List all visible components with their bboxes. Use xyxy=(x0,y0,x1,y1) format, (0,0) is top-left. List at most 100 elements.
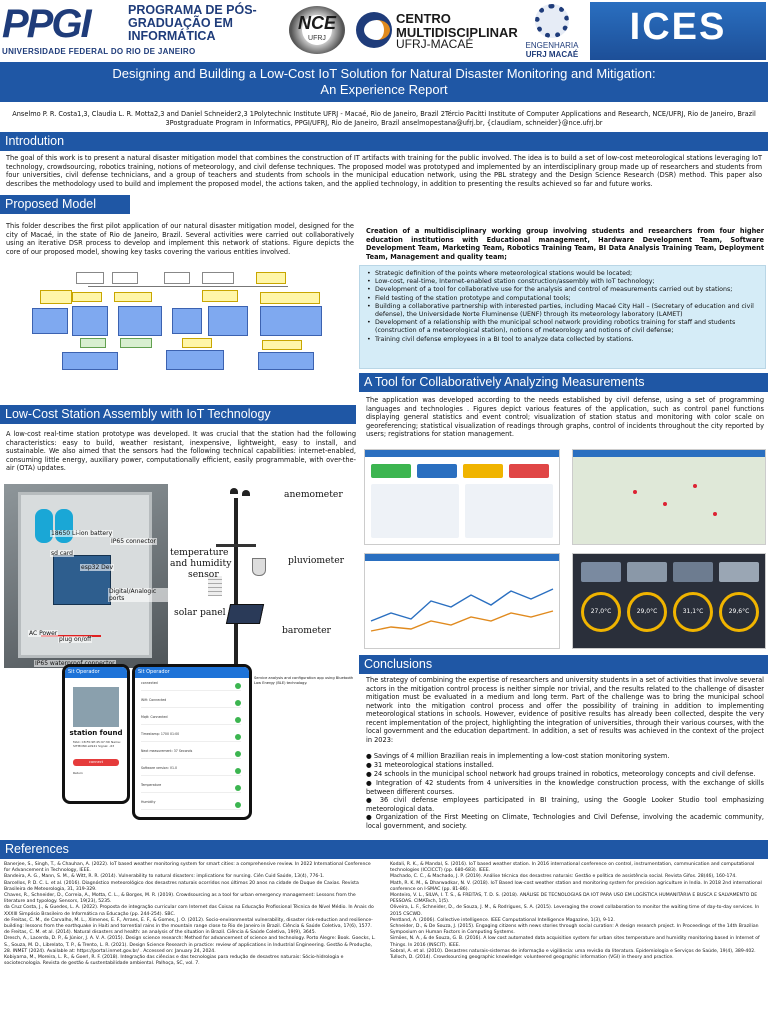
model-activity-item: Development of a tool for collaborative … xyxy=(366,286,759,294)
temperature-gauge: 29,6°C xyxy=(719,592,759,632)
tool-body: The application was developed according … xyxy=(366,396,764,438)
nce-mark: NCE xyxy=(297,13,336,33)
diagram-node xyxy=(262,340,302,350)
diagram-node xyxy=(164,272,190,284)
model-activities-list: Strategic definition of the points where… xyxy=(360,266,765,344)
status-row-label: Next measurement: 37 Seconds xyxy=(141,749,193,753)
photo-thumb xyxy=(627,562,667,582)
status-row: Humidity xyxy=(141,800,241,810)
title-banner: Designing and Building a Low-Cost IoT So… xyxy=(0,62,768,102)
nce-sub: UFRJ xyxy=(308,35,326,42)
app-screen-station-found: Sit Operador station found MAC: C8:F0:9E… xyxy=(62,664,130,804)
conclusions-heading: Conclusions xyxy=(359,655,768,674)
diagram-node xyxy=(118,306,162,336)
introduction-body: The goal of this work is to present a na… xyxy=(6,154,762,188)
chart-line xyxy=(370,610,554,632)
ices-logo: ICES xyxy=(590,2,766,60)
reference-entry: Sobral, A. et al. (2010). Desastres natu… xyxy=(390,948,756,954)
line-chart xyxy=(370,588,554,632)
references-left-column: Banerjee, S., Singh, T., & Chauhan, A. (… xyxy=(4,862,378,967)
result-item: ● 31 meteorological stations installed. xyxy=(366,761,494,769)
diagram-node xyxy=(112,272,138,284)
solar-panel-label: solar panel xyxy=(174,607,226,618)
station-mast xyxy=(234,498,238,666)
reference-entry: Monteiro, V. L., SILVA, I. T. S., & FREI… xyxy=(390,893,758,905)
references-heading: References xyxy=(0,840,768,859)
charts-screenshot xyxy=(364,553,560,649)
anemometer-icon xyxy=(230,488,238,494)
reference-entry: Kodali, R. K., & Mandal, S. (2016). IoT … xyxy=(390,862,755,874)
box-label: Digital/Analogic ports xyxy=(108,588,168,602)
reference-entry: Oliveira, L. F., Schneider, D., de Souza… xyxy=(390,905,760,917)
status-ok-icon xyxy=(235,785,241,791)
connect-button[interactable]: connect xyxy=(73,759,119,766)
anemometer-label: anemometer xyxy=(284,489,343,500)
map-header xyxy=(573,450,765,457)
barometer-label: barometer xyxy=(282,625,331,636)
box-label: esp32 Dev xyxy=(80,564,115,571)
diagram-node xyxy=(80,338,106,348)
station-pin-icon xyxy=(693,484,697,488)
reference-entry: Schneider, D., & De Souza, J. (2015). En… xyxy=(390,924,759,936)
return-link[interactable]: Return xyxy=(73,771,83,775)
centro-multidisciplinar-logo: CENTRO MULTIDISCIPLINAR UFRJ-MACAÉ xyxy=(356,2,518,60)
status-row-label: Wifi: Connected xyxy=(141,698,167,702)
battery-icon xyxy=(35,509,53,543)
creation-statement: Creation of a multidisciplinary working … xyxy=(366,227,764,261)
station-photo xyxy=(73,687,119,727)
status-row: Wifi: Connected xyxy=(141,698,241,708)
cm-line2: UFRJ-MACAÉ xyxy=(396,37,474,51)
temperature-gauge: 27,0°C xyxy=(581,592,621,632)
map-screenshot xyxy=(572,449,766,545)
result-item: ● 36 civil defense employees participate… xyxy=(366,796,764,813)
ppgi-mark: PPGI xyxy=(2,2,92,46)
ppgi-program-name: PROGRAMA DE PÓS-GRADUAÇÃO EM INFORMÁTICA xyxy=(128,3,257,43)
diagram-node xyxy=(40,290,72,304)
ppgi-university: UNIVERSIDADE FEDERAL DO RIO DE JANEIRO xyxy=(2,47,196,56)
dashboard-header xyxy=(365,450,559,457)
model-activity-item: Development of a relationship with the m… xyxy=(366,319,759,335)
reference-entry: Barcellos, P. D. C. L. et al. (2016). Di… xyxy=(4,880,359,892)
status-ok-icon xyxy=(235,802,241,808)
diagram-node xyxy=(72,306,108,336)
logo-header: PPGI PROGRAMA DE PÓS-GRADUAÇÃO EM INFORM… xyxy=(0,0,768,62)
ppgi-logo: PPGI PROGRAMA DE PÓS-GRADUAÇÃO EM INFORM… xyxy=(2,2,285,60)
reference-entry: de Freitas, C. M., de Carvalho, M. L., X… xyxy=(4,917,373,930)
stat-card xyxy=(371,464,411,478)
low-cost-heading: Low-Cost Station Assembly with IoT Techn… xyxy=(0,405,356,424)
introduction-heading: Introdution xyxy=(0,132,768,151)
status-row-label: Software version: V1.0 xyxy=(141,766,178,770)
photo-thumb xyxy=(719,562,759,582)
reference-entry: Banerjee, S., Singh, T., & Chauhan, A. (… xyxy=(4,862,371,874)
station-found-label: station found xyxy=(69,729,123,737)
app-bar: Sit Operador xyxy=(135,667,249,678)
proposed-model-body: This folder describes the first pilot ap… xyxy=(6,222,354,256)
ble-note: Service analysis and configuration app u… xyxy=(254,676,354,685)
diagram-node xyxy=(72,292,102,302)
diagram-node xyxy=(120,338,152,348)
status-ok-icon xyxy=(235,717,241,723)
diagram-node xyxy=(62,352,118,370)
box-label: IP65 connector xyxy=(110,538,157,545)
status-row-label: Temperature xyxy=(141,783,162,787)
status-row-label: Humidity xyxy=(141,800,156,804)
result-item: ● Integration of 42 students from 4 univ… xyxy=(366,779,764,796)
station-details: MAC: C8:F0:9E:45:97:3D Name: SITMON0 e09… xyxy=(73,740,121,748)
diagram-node xyxy=(256,272,286,284)
sensor-label: sensor xyxy=(188,569,219,580)
box-label: sd card xyxy=(50,550,74,557)
photo-thumb xyxy=(581,562,621,582)
dashboard-screenshot xyxy=(364,449,560,545)
result-item: ● Organization of the First Meeting on C… xyxy=(366,813,764,830)
weather-station-illustration: anemometer temperature and humidity sens… xyxy=(170,484,360,668)
box-label: IP65 waterproof connector xyxy=(34,660,116,667)
chart-line xyxy=(370,588,554,622)
charts-header xyxy=(365,554,559,561)
title-line2: An Experience Report xyxy=(320,82,448,97)
temperature-label: temperature xyxy=(170,547,229,558)
ices-mark: ICES xyxy=(629,6,727,48)
status-ok-icon xyxy=(235,751,241,757)
diagram-node xyxy=(166,350,224,370)
pluviometer-icon xyxy=(252,558,266,576)
